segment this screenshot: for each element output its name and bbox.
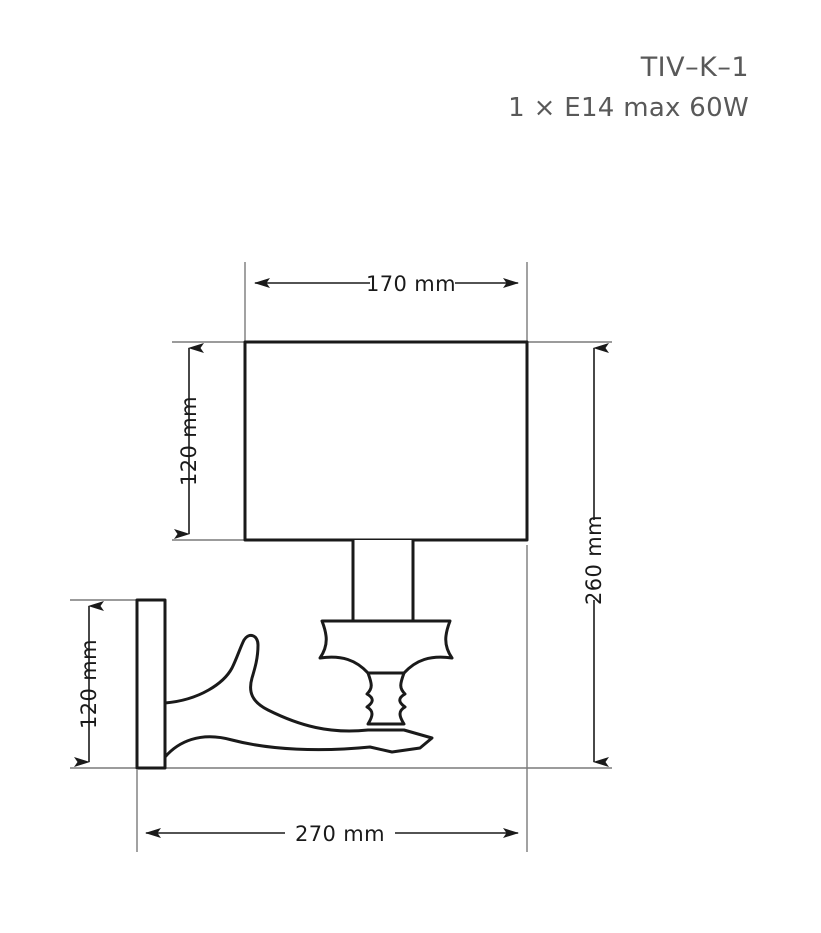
wall-plate — [135, 598, 167, 770]
bobeche — [318, 619, 454, 675]
dimension-270mm-label: 270 mm — [295, 822, 385, 846]
curved-arm — [163, 633, 434, 759]
dimension-260mm: 260 mm — [582, 343, 609, 767]
dimension-120mm-shade: 120 mm — [174, 343, 204, 539]
product-code: TIV–K–1 — [640, 52, 749, 83]
dimension-260mm-label: 260 mm — [582, 515, 606, 605]
lamp-shade — [243, 340, 529, 542]
dimension-170mm-label: 170 mm — [366, 272, 456, 296]
lamp-spec: 1 × E14 max 60W — [508, 93, 749, 123]
lamp-geometry — [135, 340, 529, 770]
dimension-270mm: 270 mm — [145, 822, 519, 846]
dimension-120mm-wallplate-label: 120 mm — [77, 639, 101, 729]
dimension-120mm-wallplate: 120 mm — [74, 601, 104, 767]
shade-tube — [351, 538, 415, 623]
stem-baluster — [365, 671, 407, 726]
dimension-120mm-shade-label: 120 mm — [177, 396, 201, 486]
dimension-170mm: 170 mm — [254, 272, 519, 296]
